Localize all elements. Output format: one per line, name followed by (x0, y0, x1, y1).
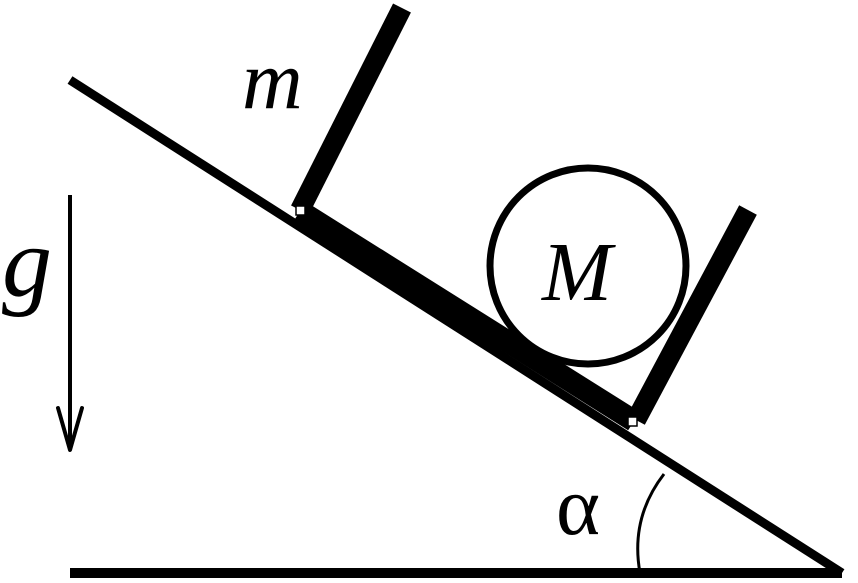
right-hinge (627, 416, 638, 427)
mass-M-label: M (541, 226, 616, 319)
angle-arc (636, 473, 666, 574)
gravity-label: g (2, 207, 52, 318)
base-plate (294, 201, 640, 431)
right-pole (627, 205, 757, 425)
angle-label: α (556, 460, 600, 553)
mass-m-label: m (242, 34, 303, 127)
ball-circle (486, 164, 690, 368)
gravity-arrow-head (56, 406, 84, 452)
left-pole (291, 3, 411, 215)
incline-line (67, 76, 845, 577)
left-hinge (295, 205, 306, 216)
